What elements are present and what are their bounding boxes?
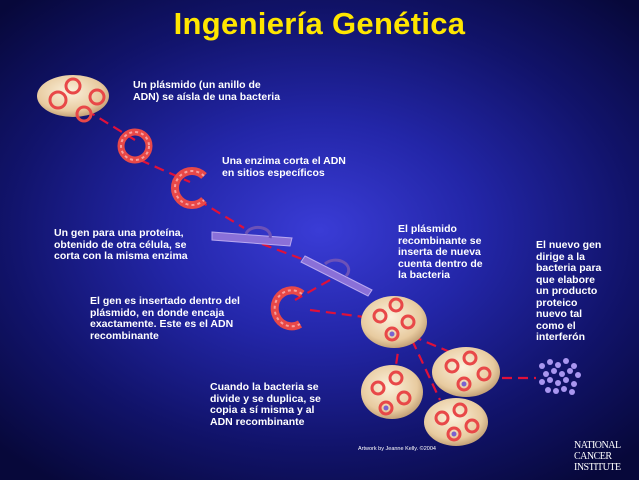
bacterium-daughter-1 <box>432 347 500 397</box>
gene-strand <box>211 225 373 297</box>
bacterium-daughter-2 <box>361 365 423 419</box>
connector-5 <box>294 279 331 301</box>
connector-1 <box>85 109 136 141</box>
plasmid-recombinant <box>270 286 305 331</box>
caption-step3-gene-cut: Un gen para una proteína, obtenido de ot… <box>54 227 188 262</box>
caption-step5-reinserted: El plásmido recombinante se inserta de n… <box>398 223 483 281</box>
bacterium-source <box>37 75 109 123</box>
plasmid-cut <box>170 167 207 209</box>
artwork-credit: Artwork by Jeanne Kelly. ©2004 <box>358 446 436 452</box>
logo-line-3: INSTITUTE <box>574 462 621 473</box>
logo-line-1: NATIONAL <box>574 440 621 451</box>
caption-step4-gene-inserted: El gen es insertado dentro del plásmido,… <box>90 295 240 342</box>
bacterium-daughter-3 <box>424 398 488 446</box>
connector-9 <box>411 339 441 401</box>
slide-title: Ingeniería Genética <box>173 6 466 41</box>
caption-step2-enzyme-cuts: Una enzima corta el ADN en sitios especí… <box>222 155 346 179</box>
connector-4 <box>261 242 311 264</box>
caption-step1-plasmid-isolated: Un plásmido (un anillo de ADN) se aísla … <box>133 79 281 103</box>
protein-product <box>539 358 581 395</box>
caption-step6-bacteria-divide: Cuando la bacteria se divide y se duplic… <box>210 381 321 428</box>
connector-6 <box>309 308 373 320</box>
logo-line-2: CANCER <box>574 451 612 462</box>
nci-logo: NATIONAL CANCER INSTITUTE <box>574 440 638 473</box>
plasmid-ring <box>117 128 153 164</box>
bacterium-recombinant <box>361 296 427 348</box>
connector-2 <box>139 158 191 184</box>
caption-step7-new-protein: El nuevo gen dirige a la bacteria para q… <box>536 239 602 343</box>
connector-3 <box>197 199 245 229</box>
